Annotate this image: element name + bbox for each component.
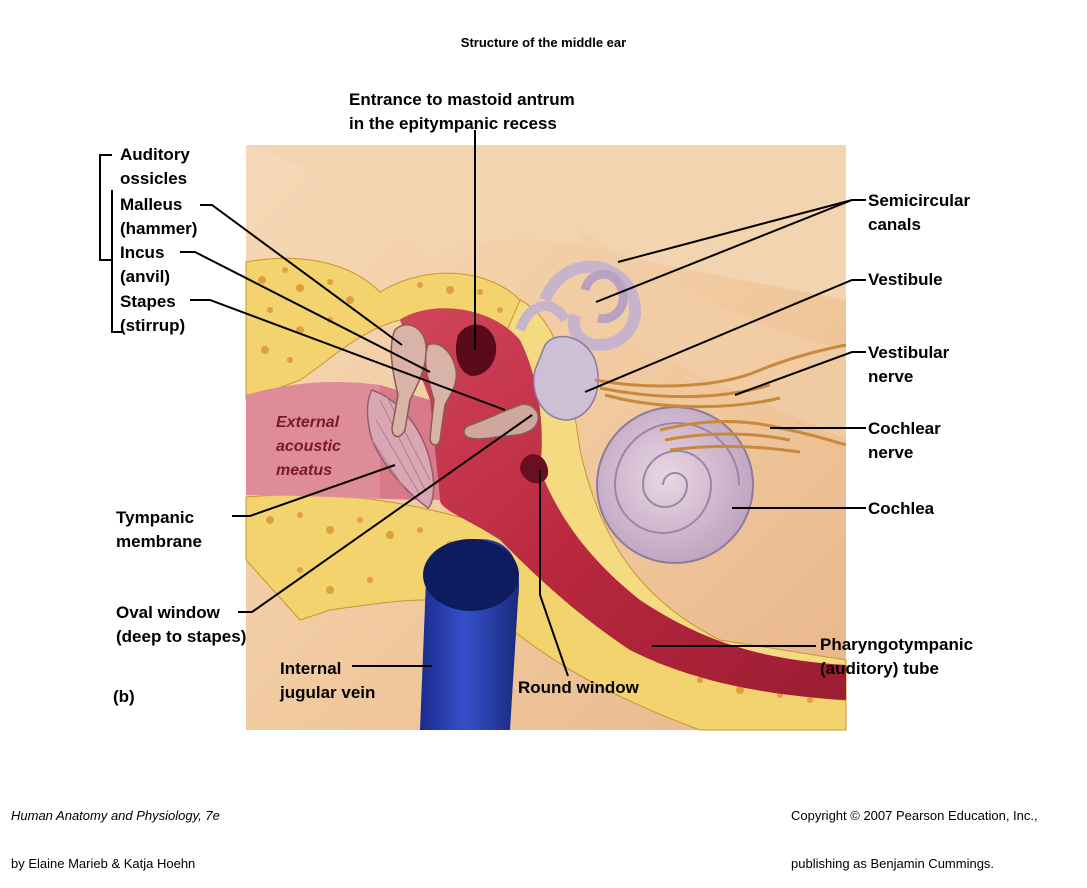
footer-book-title: Human Anatomy and Physiology, 7e: [11, 808, 220, 823]
footer-authors: by Elaine Marieb & Katja Hoehn: [11, 856, 196, 871]
label-vestibule: Vestibule: [868, 270, 943, 289]
tympanic-membrane-shape: [366, 389, 435, 509]
leader-lines: [99, 130, 866, 677]
label-pharyngotympanic-tube: Pharyngotympanic (auditory) tube: [820, 635, 974, 678]
label-internal-jugular-vein: Internal jugular vein: [280, 659, 376, 702]
ossicles: [390, 324, 539, 446]
label-incus: Incus (anvil): [120, 243, 171, 286]
ear-canal-wall: [246, 382, 380, 500]
label-malleus: Malleus (hammer): [120, 195, 198, 238]
round-window-opening: [520, 454, 549, 484]
internal-jugular-vein-shape: [420, 539, 520, 730]
label-entrance-mastoid-antrum: Entrance to mastoid antrum in the epitym…: [349, 90, 575, 133]
label-round-window: Round window: [518, 678, 639, 697]
label-auditory-ossicles: Auditory ossicles: [120, 145, 190, 188]
label-figure-part: (b): [113, 687, 135, 706]
label-external-acoustic-meatus: External acoustic meatus: [276, 414, 341, 479]
middle-ear-illustration: [99, 130, 866, 731]
epitympanic-recess-opening: [455, 324, 497, 376]
figure-title: Structure of the middle ear: [460, 35, 627, 50]
label-tympanic-membrane: Tympanic membrane: [116, 508, 202, 551]
label-cochlear-nerve: Cochlear nerve: [868, 419, 941, 462]
label-cochlea: Cochlea: [868, 499, 935, 518]
label-stapes: Stapes (stirrup): [120, 292, 186, 335]
nerve-bundles: [594, 343, 847, 454]
footer-copyright-line2: publishing as Benjamin Cummings.: [791, 856, 995, 871]
label-vestibular-nerve: Vestibular nerve: [868, 343, 950, 386]
label-oval-window: Oval window (deep to stapes): [116, 603, 247, 646]
label-semicircular-canals: Semicircular canals: [868, 191, 971, 234]
tympanic-cavity: [400, 308, 846, 700]
footer-copyright: Copyright © 2007 Pearson Education, Inc.…: [791, 776, 1038, 888]
footer-book-info: Human Anatomy and Physiology, 7e by Elai…: [11, 776, 220, 888]
footer-copyright-line1: Copyright © 2007 Pearson Education, Inc.…: [791, 808, 1038, 823]
